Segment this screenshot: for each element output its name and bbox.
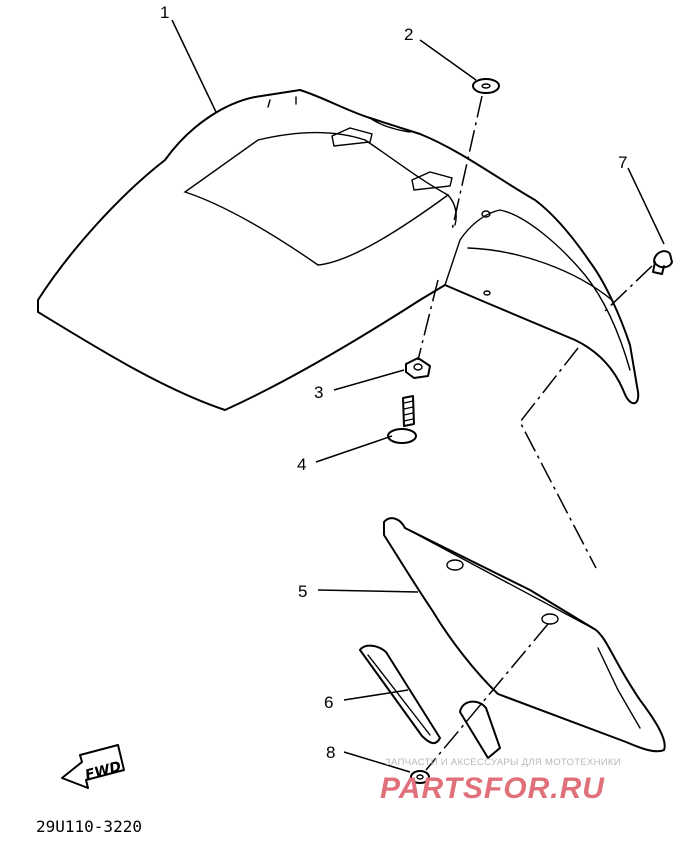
washer bbox=[472, 78, 500, 94]
screw bbox=[652, 250, 673, 275]
plate-bracket bbox=[359, 644, 501, 759]
assembly-center-lines bbox=[417, 95, 653, 771]
callout-7: 7 bbox=[618, 153, 627, 172]
watermark-brand: PARTSFOR.RU bbox=[380, 772, 605, 805]
fwd-arrow: FWD bbox=[61, 744, 125, 789]
callout-8: 8 bbox=[326, 743, 335, 762]
callout-3: 3 bbox=[314, 383, 323, 402]
fwd-label: FWD bbox=[84, 759, 124, 784]
small-washer bbox=[410, 770, 430, 784]
bolt bbox=[387, 395, 417, 444]
callout-2: 2 bbox=[404, 25, 413, 44]
nut bbox=[405, 357, 431, 379]
callout-4: 4 bbox=[297, 455, 306, 474]
watermark-tagline: ЗАПЧАСТИ И АКСЕССУАРЫ ДЛЯ МОТОТЕХНИКИ bbox=[385, 757, 621, 768]
callout-leader-lines bbox=[171, 19, 665, 773]
callout-6: 6 bbox=[324, 693, 333, 712]
callout-1: 1 bbox=[160, 3, 169, 22]
drawing-code: 29U110-3220 bbox=[36, 817, 142, 836]
rear-fender bbox=[37, 89, 640, 411]
mud-flap bbox=[383, 517, 666, 753]
callout-5: 5 bbox=[298, 582, 307, 601]
